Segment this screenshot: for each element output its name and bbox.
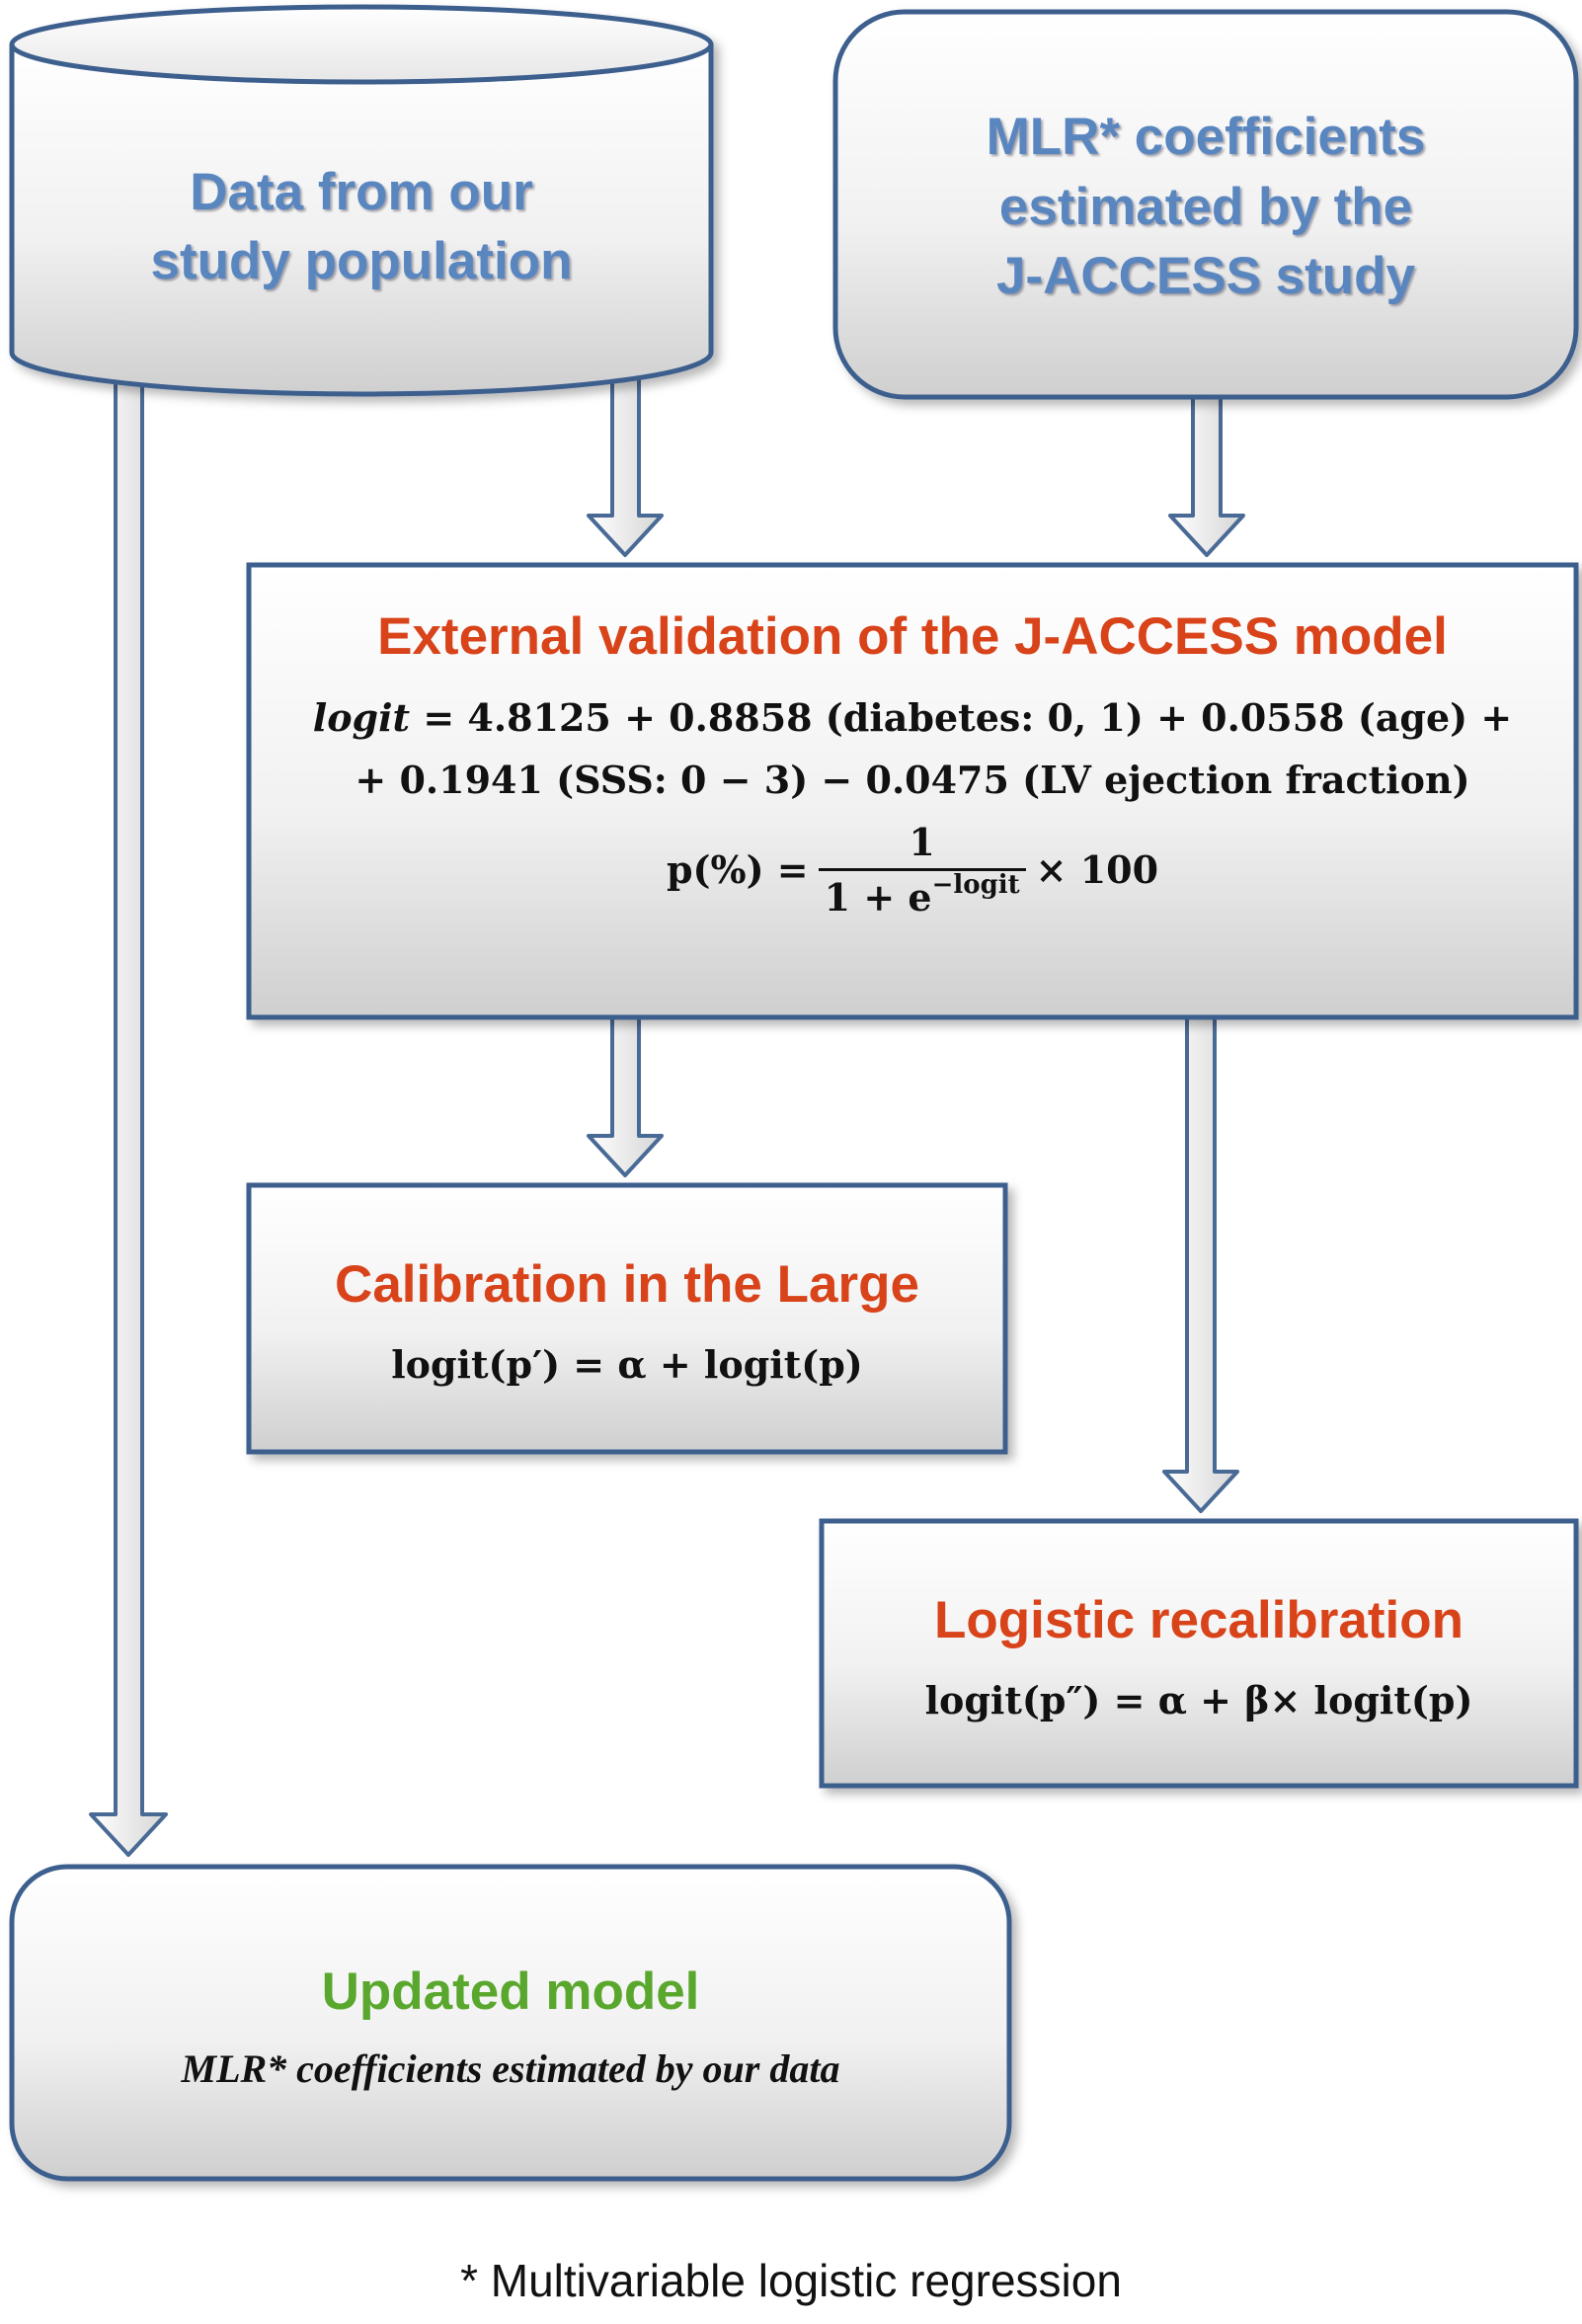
data-source-cylinder — [9, 4, 714, 397]
external-validation-box — [246, 562, 1579, 1020]
updated-model-subtitle: MLR* coefficients estimated by our data — [181, 2045, 840, 2091]
arrow-data-to-validation — [587, 375, 664, 557]
logit-lhs: logit — [312, 695, 411, 741]
updated-model-box — [9, 1864, 1012, 2182]
data-source-line1: Data from our — [190, 162, 533, 221]
arrow-coefficients-to-validation — [1168, 395, 1245, 557]
probability-times: × 100 — [1035, 847, 1159, 893]
arrow-data-to-updated — [89, 375, 168, 1857]
logit-rhs-line1: = 4.8125 + 0.8858 (diabetes: 0, 1) + 0.0… — [423, 695, 1513, 741]
probability-fraction: 1 1 + e−logit — [818, 820, 1026, 920]
arrow-validation-to-recalibration — [1162, 1015, 1239, 1513]
probability-equation: p(%) = 1 1 + e−logit × 100 — [667, 820, 1158, 920]
fraction-denominator: 1 + e−logit — [818, 868, 1026, 920]
data-source-line2: study population — [150, 232, 573, 290]
external-validation-title: External validation of the J-ACCESS mode… — [377, 607, 1448, 666]
data-source-label: Data from our study population — [12, 128, 711, 326]
fraction-exponent: −logit — [931, 870, 1020, 901]
calibration-large-title: Calibration in the Large — [335, 1255, 919, 1315]
logit-equation-line2: + 0.1941 (SSS: 0 − 3) − 0.0475 (LV eject… — [355, 758, 1470, 803]
logit-equation-line1: logit = 4.8125 + 0.8858 (diabetes: 0, 1)… — [313, 695, 1512, 740]
calibration-large-content: Calibration in the Large logit(p′) = α +… — [249, 1205, 1005, 1432]
coefficients-line3: J-ACCESS study — [995, 247, 1416, 306]
coefficients-label: MLR* coefficients estimated by the J-ACC… — [835, 79, 1576, 336]
updated-model-content: Updated model MLR* coefficients estimate… — [12, 1906, 1009, 2143]
coefficients-box — [832, 9, 1579, 400]
fraction-numerator: 1 — [909, 820, 935, 865]
calibration-large-equation: logit(p′) = α + logit(p) — [391, 1341, 863, 1387]
logistic-recalibration-title: Logistic recalibration — [933, 1591, 1463, 1650]
coefficients-line1: MLR* coefficients — [986, 108, 1426, 167]
external-validation-content: External validation of the J-ACCESS mode… — [249, 583, 1576, 998]
logistic-recalibration-equation: logit(p″) = α + β× logit(p) — [924, 1677, 1473, 1723]
probability-lhs: p(%) = — [666, 847, 809, 893]
coefficients-line2: estimated by the — [998, 177, 1413, 236]
calibration-large-box — [246, 1182, 1008, 1455]
logistic-recalibration-box — [819, 1518, 1579, 1789]
arrow-validation-to-calibration — [587, 1015, 664, 1177]
updated-model-title: Updated model — [321, 1963, 700, 2022]
logistic-recalibration-content: Logistic recalibration logit(p″) = α + β… — [822, 1541, 1576, 1768]
footnote: * Multivariable logistic regression — [460, 2255, 1122, 2306]
